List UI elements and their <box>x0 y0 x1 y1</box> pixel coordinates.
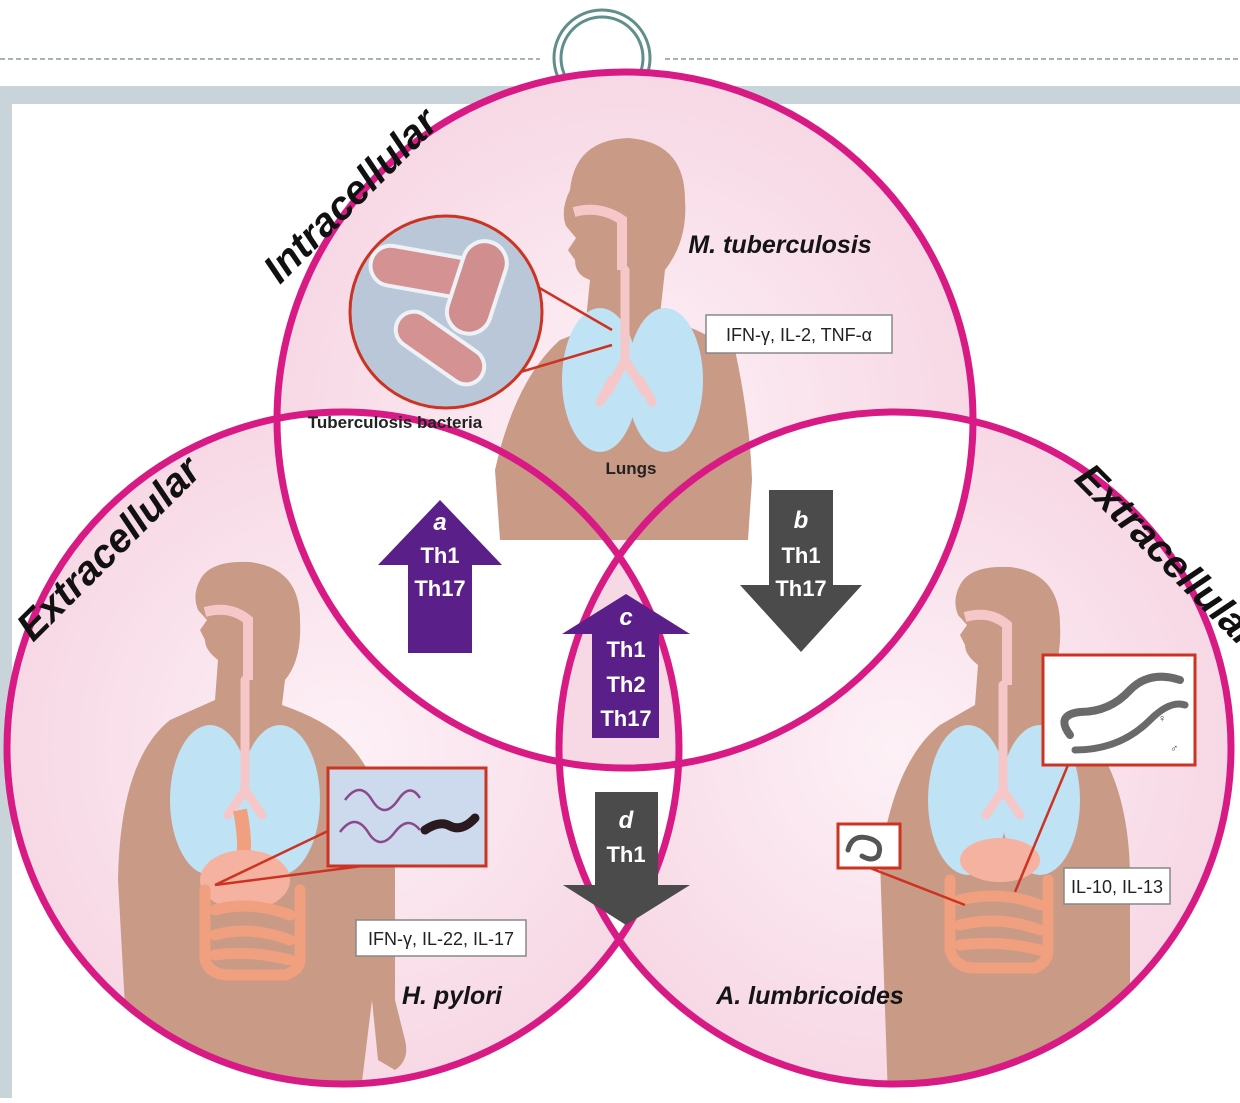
tuberculosis-bacteria-label: Tuberculosis bacteria <box>308 413 483 432</box>
arrow-c-letter: c <box>619 604 632 631</box>
arrow-a-letter: a <box>433 509 446 536</box>
arrow-d-line1: Th1 <box>606 842 645 867</box>
cytokines-right: IL-10, IL-13 <box>1071 877 1163 897</box>
cytokines-top-box: IFN-γ, IL-2, TNF-α <box>706 315 892 353</box>
arrow-a-line1: Th1 <box>420 543 459 568</box>
arrow-b-letter: b <box>794 507 809 534</box>
arrow-d-letter: d <box>619 807 635 834</box>
cytokines-right-box: IL-10, IL-13 <box>1064 868 1170 904</box>
species-left: H. pylori <box>402 982 503 1010</box>
cytokines-left-box: IFN-γ, IL-22, IL-17 <box>356 920 526 956</box>
svg-text:♀: ♀ <box>1158 713 1166 725</box>
arrow-c-line2: Th2 <box>606 672 645 697</box>
species-right: A. lumbricoides <box>715 982 904 1010</box>
arrow-b-line2: Th17 <box>775 576 826 601</box>
arrow-c-line1: Th1 <box>606 637 645 662</box>
arrow-c-line3: Th17 <box>600 706 651 731</box>
arrow-b-line1: Th1 <box>781 543 820 568</box>
svg-text:♂: ♂ <box>1170 743 1178 755</box>
lungs-label: Lungs <box>606 459 657 478</box>
cytokines-left: IFN-γ, IL-22, IL-17 <box>368 929 514 949</box>
arrow-a-line2: Th17 <box>414 576 465 601</box>
cytokines-top: IFN-γ, IL-2, TNF-α <box>726 325 872 345</box>
species-top: M. tuberculosis <box>688 231 871 259</box>
